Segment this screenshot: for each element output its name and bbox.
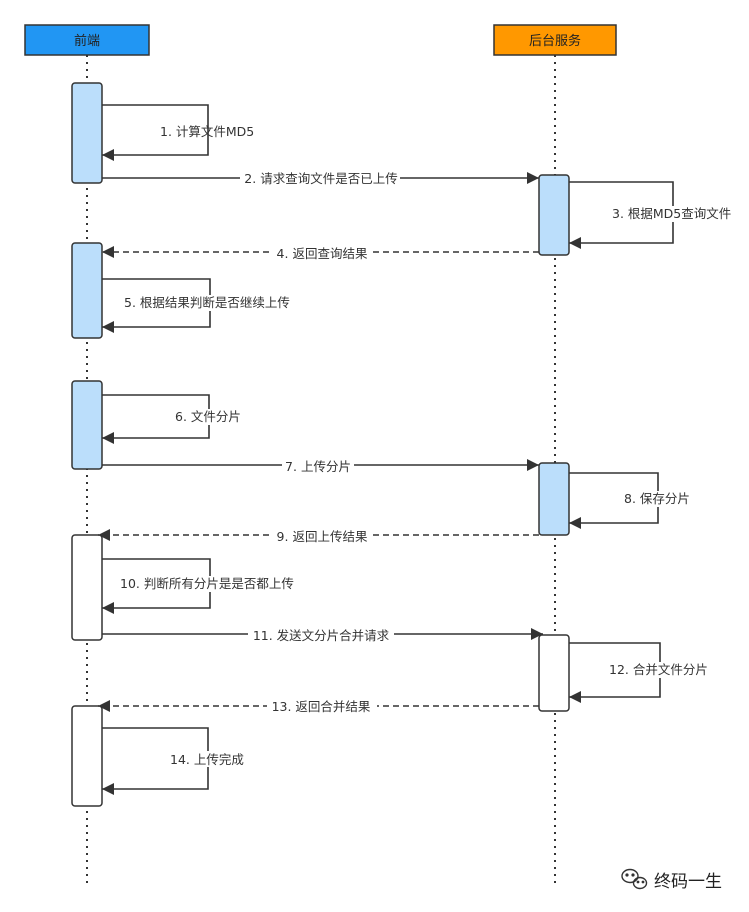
message-label-1: 1. 计算文件MD5 xyxy=(160,124,254,139)
message-label-9: 9. 返回上传结果 xyxy=(277,529,368,544)
participant-frontend: 前端 xyxy=(24,24,150,56)
message-label-bg-9 xyxy=(272,529,372,545)
message-label-10: 10. 判断所有分片是是否都上传 xyxy=(120,576,294,591)
participant-box-frontend xyxy=(24,24,150,56)
message-label-2: 2. 请求查询文件是否已上传 xyxy=(244,171,397,186)
message-label-4: 4. 返回查询结果 xyxy=(277,246,368,261)
activation-backend-1 xyxy=(538,174,570,256)
message-label-14: 14. 上传完成 xyxy=(170,752,244,767)
watermark: 终码一生 xyxy=(621,868,722,892)
message-label-bg-3 xyxy=(608,206,736,222)
participant-label-frontend: 前端 xyxy=(74,33,100,49)
activation-frontend-3 xyxy=(71,380,103,470)
message-label-bg-13 xyxy=(267,699,377,715)
participant-label-backend: 后台服务 xyxy=(529,33,581,49)
participant-backend: 后台服务 xyxy=(493,24,617,56)
message-label-bg-10 xyxy=(117,576,303,592)
activation-backend-3 xyxy=(538,634,570,712)
message-label-bg-12 xyxy=(606,662,714,678)
message-label-6: 6. 文件分片 xyxy=(175,409,241,424)
activation-frontend-2 xyxy=(71,242,103,339)
message-label-bg-14 xyxy=(167,751,251,767)
watermark-text: 终码一生 xyxy=(654,872,722,892)
wechat-icon xyxy=(621,868,648,890)
message-label-13: 13. 返回合并结果 xyxy=(272,699,371,714)
message-label-12: 12. 合并文件分片 xyxy=(609,662,708,677)
message-label-bg-5 xyxy=(122,295,298,311)
message-label-11: 11. 发送文分片合并请求 xyxy=(253,628,390,643)
message-label-bg-6 xyxy=(172,409,246,425)
activation-frontend-4 xyxy=(71,534,103,641)
message-label-3: 3. 根据MD5查询文件 xyxy=(612,206,731,221)
message-label-bg-8 xyxy=(620,491,696,507)
message-label-5: 5. 根据结果判断是否继续上传 xyxy=(124,295,290,310)
message-label-bg-11 xyxy=(248,627,394,643)
message-label-7: 7. 上传分片 xyxy=(285,459,351,474)
message-label-bg-4 xyxy=(273,246,371,262)
message-arrow-1 xyxy=(102,104,209,161)
message-label-8: 8. 保存分片 xyxy=(624,491,690,506)
activation-frontend-5 xyxy=(71,705,103,807)
activation-frontend-1 xyxy=(71,82,103,184)
message-label-bg-7 xyxy=(282,458,354,474)
message-label-bg-2 xyxy=(240,170,400,186)
participant-box-backend xyxy=(493,24,617,56)
activation-backend-2 xyxy=(538,462,570,536)
